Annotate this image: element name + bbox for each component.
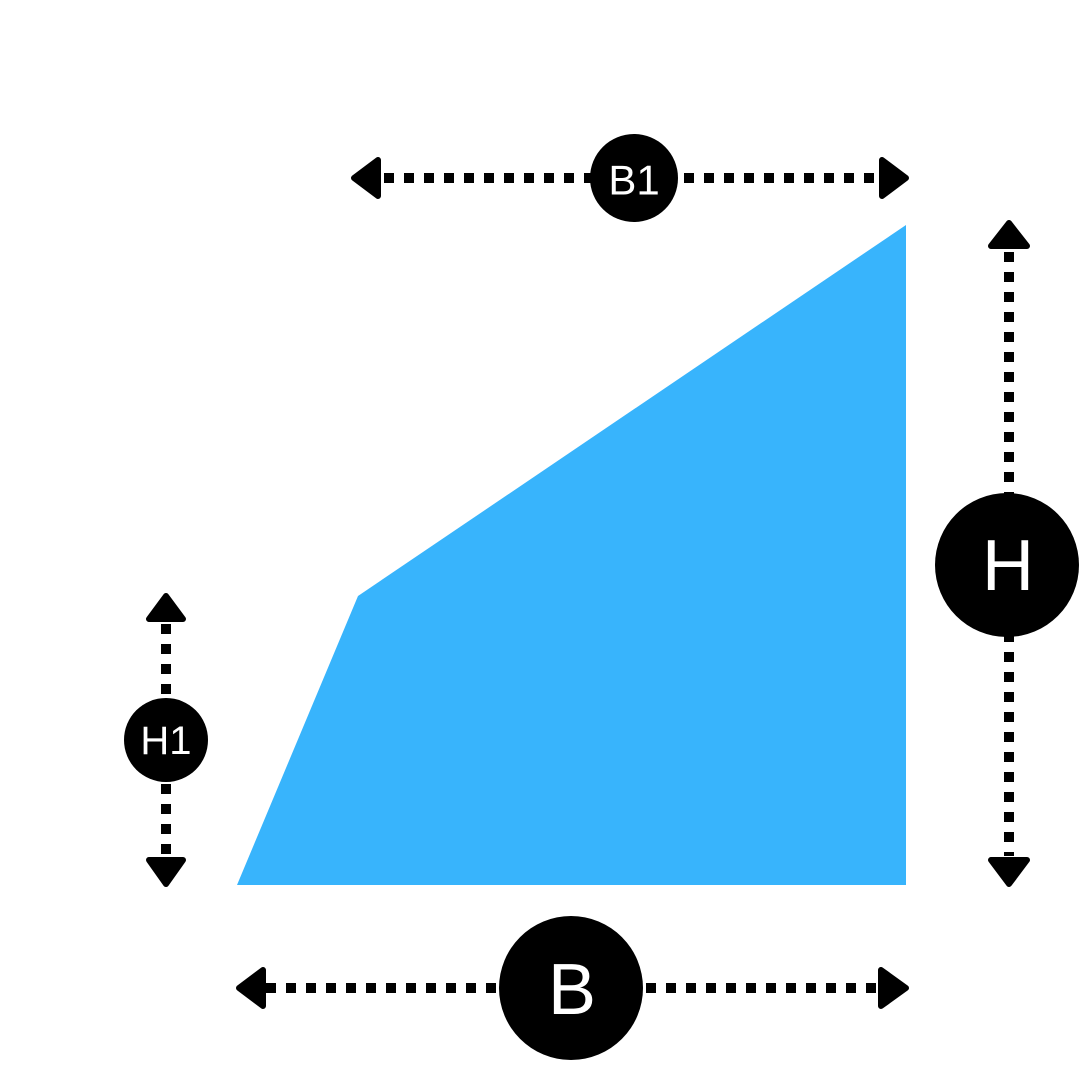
dimension-b1: B1 — [351, 134, 909, 222]
blue-trapezoid-shape — [237, 225, 906, 885]
dimension-h1: H1 — [124, 593, 208, 887]
dimension-h-top-arrow-icon — [988, 220, 1030, 249]
dimension-h: H — [935, 220, 1079, 887]
dimension-h-badge — [935, 493, 1079, 637]
dimension-h1-bottom-arrow-icon — [146, 857, 186, 887]
dimension-h1-label: H1 — [140, 719, 191, 763]
dimension-h1-top-arrow-icon — [146, 593, 186, 622]
dimension-b1-label: B1 — [608, 157, 659, 204]
dimension-b-right-arrow-icon — [878, 967, 909, 1009]
dimension-b: B — [236, 916, 909, 1060]
dimension-b1-badge — [590, 134, 678, 222]
dimension-h-bottom-arrow-icon — [988, 857, 1030, 887]
dimension-b1-right-arrow-icon — [879, 157, 909, 199]
dimension-b-badge — [499, 916, 643, 1060]
dimension-h1-badge — [124, 698, 208, 782]
dimension-b1-left-arrow-icon — [351, 157, 381, 199]
dimension-b-left-arrow-icon — [236, 967, 266, 1009]
dimension-b-label: B — [548, 950, 596, 1030]
dimension-h-label: H — [982, 526, 1034, 606]
